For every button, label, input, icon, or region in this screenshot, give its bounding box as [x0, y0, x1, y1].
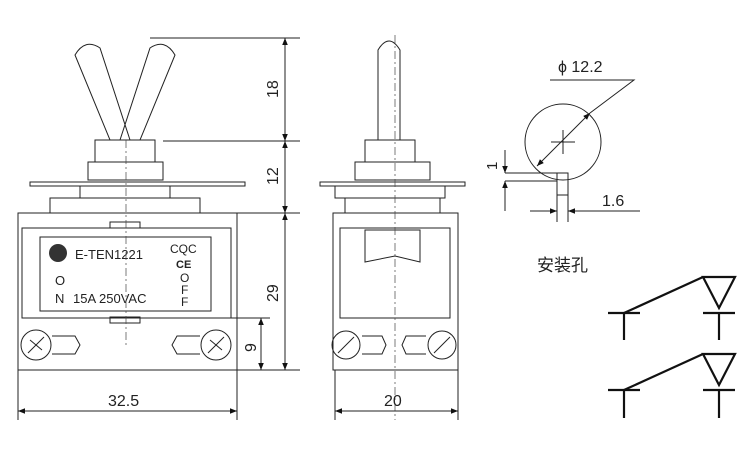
label-off-2: F [181, 283, 188, 297]
dim-key-width: 1.6 [602, 193, 624, 210]
label-rating: 15A 250VAC [73, 291, 146, 306]
rivet-top [109, 221, 141, 229]
label-on: O [55, 273, 65, 288]
dim-lever-height: 18 [265, 80, 282, 98]
dim-terminal-height: 9 [243, 343, 260, 352]
toggle-lever [377, 40, 401, 140]
label-off-3: F [181, 295, 188, 309]
side-view: 20 [319, 35, 466, 420]
washer [79, 185, 171, 199]
mounting-hole-detail: ϕ 12.2 1 1.6 安装孔 [484, 59, 640, 275]
mount-nut [49, 197, 201, 214]
dim-bushing-height: 12 [265, 167, 282, 185]
dim-key-offset: 1 [484, 162, 501, 170]
label-off-1: O [180, 271, 189, 285]
switch-symbol-2 [608, 352, 737, 418]
logo-icon [49, 244, 67, 262]
terminal-left [20, 329, 81, 361]
mounting-hole-caption: 安装孔 [537, 256, 588, 275]
label-ce: CE [176, 259, 191, 271]
body [17, 212, 238, 371]
rivet-bottom [109, 316, 141, 324]
dim-width: 32.5 [108, 393, 139, 410]
front-view: E-TEN1221 CQC CE O O F F N 15A 250VAC [17, 43, 246, 371]
toggle-paddle-left [74, 43, 131, 141]
toggle-paddle-right [119, 43, 176, 141]
switch-symbol-1 [608, 275, 737, 340]
lock-plate [29, 181, 246, 187]
front-dimensions: 18 12 29 9 32.5 [17, 37, 300, 420]
label-panel [39, 236, 212, 312]
bushing [94, 139, 156, 163]
terminal-right [171, 329, 232, 361]
label-n: N [55, 291, 64, 306]
dim-side-width: 20 [384, 393, 402, 410]
label-cert: CQC [170, 242, 197, 256]
dim-body-height: 29 [265, 284, 282, 302]
dim-hole-diameter: ϕ 12.2 [558, 59, 603, 76]
label-model: E-TEN1221 [75, 247, 143, 262]
nut [87, 161, 164, 181]
